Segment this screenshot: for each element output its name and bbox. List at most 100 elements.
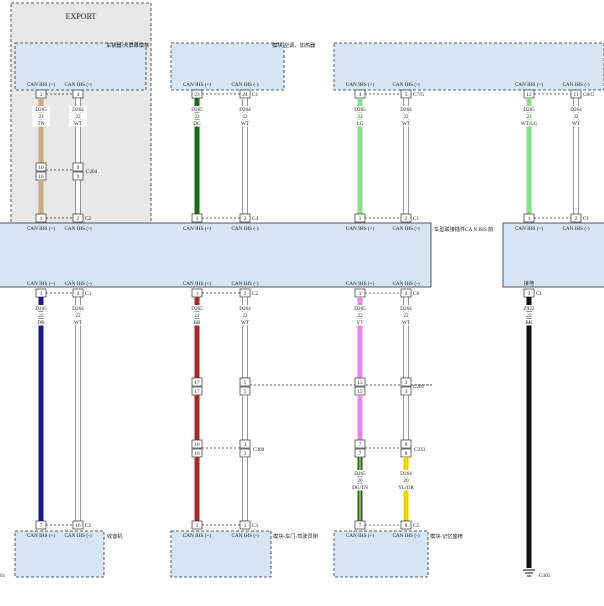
top-circuit-1-wire-pos-id-bg-1 <box>32 113 50 120</box>
bottom-circuit-1-mod-pos-label: CAN IHS (+) <box>27 532 56 539</box>
bottom-module-2-name: 模块-车门-驾驶员侧 <box>273 532 318 540</box>
top-circuit-4-wire-neg-id-2: WT <box>572 121 581 127</box>
top-circuit-3-pin-pos: 4 <box>359 92 362 98</box>
top-circuit-2-wire-neg-id-bg-0 <box>236 106 254 113</box>
bottom-circuit-1-end-pin-pos: 7 <box>40 523 43 529</box>
bottom-circuit-2-wire-pos-c <box>194 457 200 521</box>
top-circuit-3-wire-neg-id-bg-1 <box>397 113 415 120</box>
bottom-circuit-3-wire-pos-id-1: 22 <box>357 313 363 319</box>
bottom-circuit-3-inline1-neg-upper: 3 <box>405 380 408 386</box>
bottom-circuit-1-wire-neg-id-2: WT <box>74 320 83 326</box>
bottom-circuit-2-wire-neg-id-2: WT <box>241 320 250 326</box>
bottom-circuit-1-pin-neg: 2 <box>77 291 80 297</box>
bottom-circuit-3-wire-pos-id-bg-2 <box>351 319 369 326</box>
ground-circuit-pin: 3 <box>528 291 531 297</box>
bottom-circuit-3-wire-pos-a <box>357 297 363 378</box>
bottom-circuit-1-conn: C3 <box>85 291 91 297</box>
bottom-module-1-name: 收音机 <box>107 532 123 540</box>
bottom-circuit-1-end-conn: C2 <box>85 523 91 529</box>
bottom-circuit-2-wire-neg-c <box>242 456 248 522</box>
top-circuit-3-gw-neg-label: CAN IHS (-) <box>392 225 419 232</box>
top-circuit-3-wire-pos-id-2: LG <box>357 121 364 127</box>
top-circuit-2-wire-neg-id-bg-1 <box>236 113 254 120</box>
top-circuit-1-inline-pos-upper: 10 <box>38 165 44 171</box>
bottom-circuit-3-mod-neg-label: CAN IHS (-) <box>392 532 419 539</box>
bottom-circuit-3-pin-neg: 2 <box>405 291 408 297</box>
bottom-circuit-3-lower-wire-pos-id-2: DG/TN <box>352 485 368 491</box>
bottom-circuit-2-wire-neg-b <box>242 394 248 441</box>
bottom-circuit-3-lower-wire-neg-id-bg-0 <box>397 470 415 477</box>
top-circuit-4-wire-pos-id-bg-0 <box>520 106 538 113</box>
top-circuit-3-bottom-pin-neg: 2 <box>405 216 408 222</box>
bottom-circuit-3-wire-pos-id-bg-0 <box>351 305 369 312</box>
bottom-circuit-2-wire-pos-id-bg-1 <box>188 312 206 319</box>
top-circuit-2-bottom-pin-pos: 1 <box>196 216 199 222</box>
top-circuit-2-wire-pos-id-0: D265 <box>191 107 203 113</box>
bottom-circuit-3-wire-pos-id-bg-1 <box>351 312 369 319</box>
bottom-circuit-1-gw-pos-label: CAN IHS (+) <box>27 280 56 287</box>
top-circuit-1-inline-neg-upper-box <box>72 162 84 172</box>
bottom-circuit-1-wire-neg-id-0: D264 <box>72 306 84 312</box>
bottom-circuit-2-inline2-conn: C300 <box>253 447 265 453</box>
bottom-circuit-2-wire-pos-id-bg-2 <box>188 319 206 326</box>
top-circuit-4-neg-label: CAN IHS (-) <box>562 81 589 88</box>
top-module-1 <box>14 42 147 91</box>
bottom-circuit-3-lower-wire-neg-id-0: D264 <box>400 471 412 477</box>
bottom-circuit-2-inline1-neg-upper: 5 <box>244 380 247 386</box>
top-circuit-2-conn: C1 <box>252 92 258 98</box>
bottom-circuit-3-wire-neg-id-bg-2 <box>397 319 415 326</box>
top-circuit-4-pin-neg: 11 <box>574 92 579 98</box>
top-circuit-1-bottom-pin-neg-box <box>72 213 84 223</box>
top-circuit-1-inline-pos-upper-box <box>35 162 47 172</box>
top-circuit-4-bottom-pin-neg: 2 <box>575 216 578 222</box>
bottom-circuit-2-gw-pos-label: CAN IHS (+) <box>183 280 212 287</box>
bottom-circuit-2-wire-pos-id-0: D265 <box>191 306 203 312</box>
top-circuit-1-inline-neg-upper: 9 <box>77 165 80 171</box>
bottom-circuit-1-wire-neg-id-bg-0 <box>69 305 87 312</box>
bottom-circuit-3-lower-wire-neg-id-1: 20 <box>403 478 409 484</box>
bottom-circuit-2-inline1-pos-upper: 17 <box>194 380 200 386</box>
top-circuit-1-wire-neg-id-bg-0 <box>69 106 87 113</box>
gateway-panel-right <box>502 222 604 288</box>
top-circuit-4-wire-pos-id-bg-2 <box>520 120 538 127</box>
bottom-circuit-3-lower-wire-pos-id-bg-0 <box>351 470 369 477</box>
bottom-circuit-2-wire-pos-id-bg-0 <box>188 305 206 312</box>
top-circuit-3-bottom-pin-pos: 1 <box>359 216 362 222</box>
top-circuit-4-wire-neg-id-bg-0 <box>567 106 585 113</box>
top-circuit-2-bottom-conn: C4 <box>252 216 258 222</box>
top-circuit-3-wire-pos-id-bg-2 <box>351 120 369 127</box>
bottom-circuit-2-inline1-neg-lower: 5 <box>244 389 247 395</box>
top-circuit-2-wire-neg-id-bg-2 <box>236 120 254 127</box>
bottom-circuit-3-end-pin-pos: 7 <box>359 523 362 529</box>
bottom-circuit-2-end-pin-neg: 1 <box>244 523 247 529</box>
bottom-circuit-2-mod-neg-label: CAN IHS (-) <box>231 532 258 539</box>
bottom-circuit-3-wire-neg-id-1: 22 <box>403 313 409 319</box>
bottom-circuit-1-wire-pos-id-bg-2 <box>32 319 50 326</box>
top-circuit-2-wire-pos <box>194 98 200 214</box>
bottom-circuit-3-wire-pos-b <box>357 395 363 440</box>
top-circuit-2-gw-neg-label: CAN IHS (-) <box>231 225 258 232</box>
top-circuit-1-wire-pos-a <box>38 98 44 163</box>
top-circuit-1-bottom-pin-neg: 2 <box>77 216 80 222</box>
top-circuit-3-gw-pos-label: CAN IHS (+) <box>346 225 375 232</box>
top-circuit-3-bottom-pin-neg-box <box>400 213 412 223</box>
bottom-circuit-3-inline1-pos-upper: 15 <box>357 380 363 386</box>
top-circuit-3-wire-neg-id-1: 22 <box>403 114 409 120</box>
bottom-circuit-3-wire-neg-id-bg-1 <box>397 312 415 319</box>
top-circuit-3-wire-pos <box>357 98 363 214</box>
top-circuit-2-bottom-pin-neg: 2 <box>244 216 247 222</box>
top-circuit-4-wire-neg-id-bg-1 <box>567 113 585 120</box>
top-circuit-2-wire-pos-id-bg-2 <box>188 120 206 127</box>
bottom-circuit-2-mod-pos-label: CAN IHS (+) <box>183 532 212 539</box>
top-circuit-4-wire-pos-id-2: WT/LG <box>521 121 538 127</box>
bottom-circuit-2-wire-pos-a <box>194 297 200 378</box>
ground-circuit-wire-id-2: BK <box>525 320 532 326</box>
top-circuit-1-inline-pos-lower: 10 <box>38 174 44 180</box>
top-circuit-2-pin-neg: 24 <box>242 92 248 98</box>
bottom-circuit-2-wire-pos-id-1: 22 <box>194 313 200 319</box>
bottom-circuit-2-wire-neg-id-bg-0 <box>236 305 254 312</box>
bottom-circuit-3-gw-pos-label: CAN IHS (+) <box>346 280 375 287</box>
bottom-circuit-1-wire-neg <box>75 296 81 522</box>
bottom-circuit-3-wire-pos-id-0: D265 <box>354 306 366 312</box>
ground-circuit-conn: C1 <box>536 291 542 297</box>
